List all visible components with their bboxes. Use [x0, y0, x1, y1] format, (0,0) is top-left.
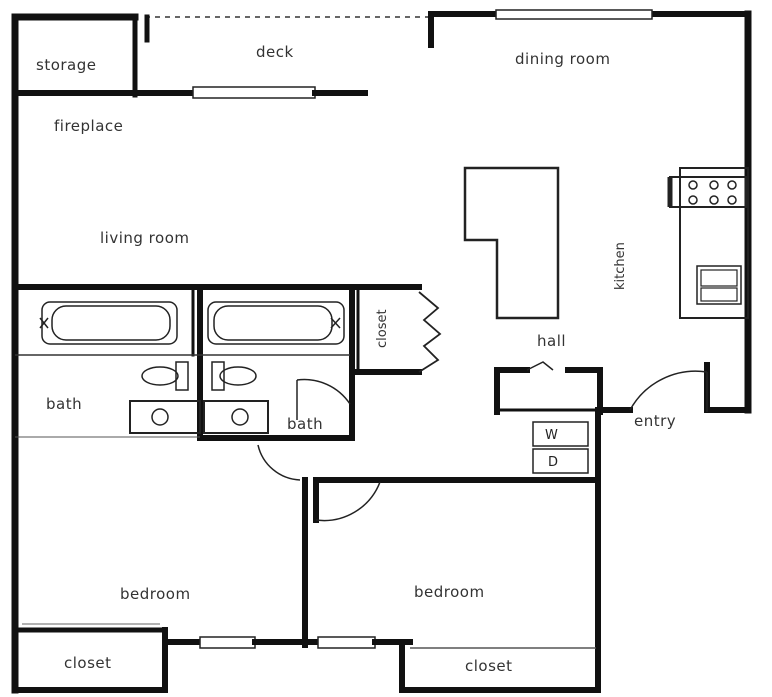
vanity-left — [129, 400, 201, 434]
kitchen-label: kitchen — [613, 242, 628, 290]
bath-left-label: bath — [46, 395, 82, 413]
closet-left-label: closet — [64, 654, 112, 672]
washer-label: W — [545, 428, 558, 443]
vanity-right — [203, 400, 269, 434]
closet-right-label: closet — [465, 657, 513, 675]
bedroom-left-label: bedroom — [120, 585, 191, 603]
fireplace-label: fireplace — [54, 117, 123, 135]
entry-label: entry — [634, 412, 676, 430]
closet-left — [15, 623, 168, 693]
toilet-right — [211, 361, 257, 391]
hall-closet — [349, 284, 442, 375]
bedroom-walls — [162, 444, 601, 649]
bath-right-label: bath — [287, 415, 323, 433]
kitchen-fixtures — [463, 166, 749, 320]
bathtub-right — [207, 301, 345, 345]
bedroom-right-label: bedroom — [414, 583, 485, 601]
dryer-label: D — [548, 455, 558, 470]
closet-right — [399, 639, 596, 693]
hall-closet-label: closet — [375, 309, 390, 348]
deck-label: deck — [256, 43, 294, 61]
entry-door — [629, 370, 708, 412]
storage-walls — [12, 14, 368, 99]
living-room-label: living room — [100, 229, 189, 247]
dining-room-label: dining room — [515, 50, 610, 68]
bathtub-left — [39, 301, 178, 345]
toilet-left — [141, 361, 189, 391]
exterior-walls — [11, 10, 752, 694]
bath-door-right — [296, 378, 351, 420]
hall-label: hall — [537, 332, 566, 350]
laundry-closet — [494, 361, 603, 474]
dining-window — [495, 9, 653, 20]
storage-label: storage — [36, 56, 96, 74]
